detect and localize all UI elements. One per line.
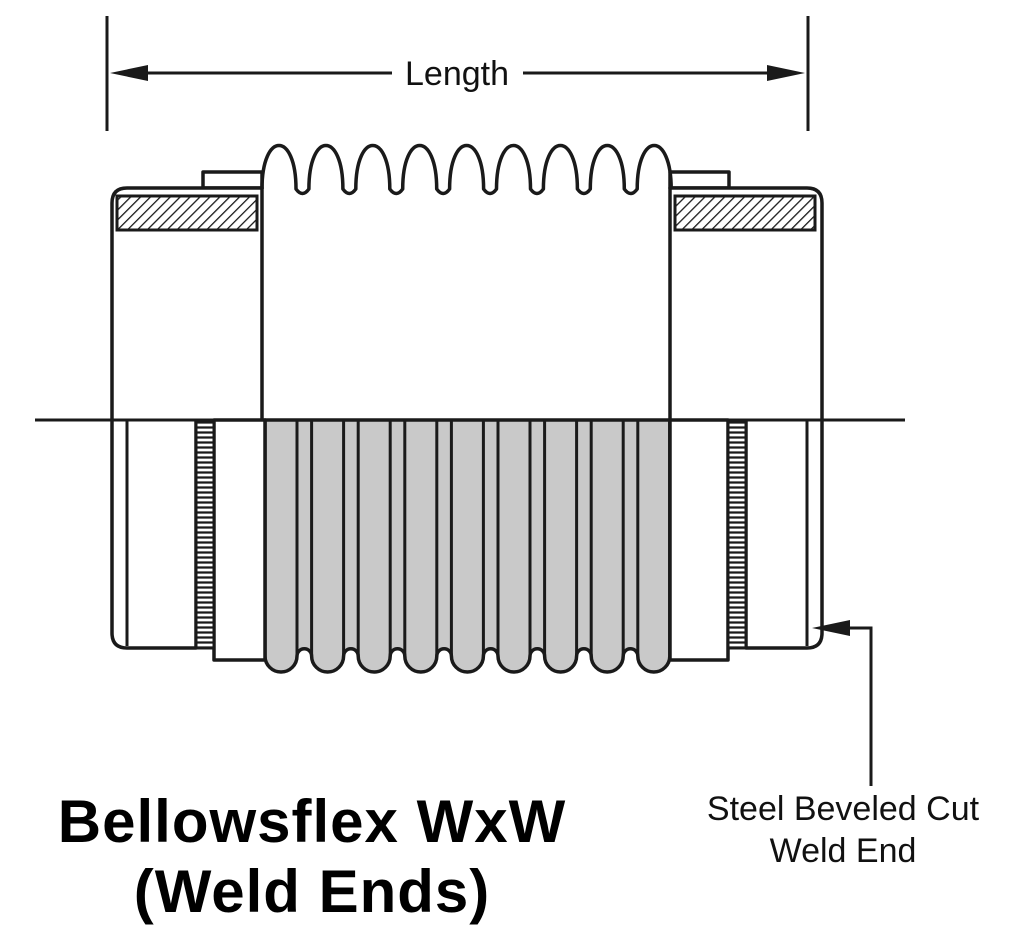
length-dimension: Length bbox=[105, 16, 810, 131]
callout-leader-line bbox=[840, 626, 873, 786]
callout-text-line2: Weld End bbox=[770, 832, 917, 870]
bellows-convolution-wall-lines bbox=[295, 420, 640, 656]
collar-inner-block-left bbox=[212, 418, 267, 662]
weld-hatch-band-left bbox=[115, 194, 259, 232]
knurl-band-right bbox=[726, 418, 748, 650]
bellows-cross-section bbox=[263, 418, 672, 674]
left-weld-collar-top bbox=[110, 186, 264, 420]
diagram-title: Bellowsflex WxW (Weld Ends) bbox=[58, 788, 566, 925]
callout-text-line1: Steel Beveled Cut bbox=[707, 790, 980, 828]
bellows-end-tab-right bbox=[668, 170, 731, 190]
upper-half bbox=[110, 144, 824, 420]
collar-inner-block-right bbox=[668, 418, 730, 662]
weld-hatch-band-right bbox=[673, 194, 817, 232]
left-weld-collar-bottom bbox=[110, 420, 198, 650]
title-line2: (Weld Ends) bbox=[134, 858, 491, 925]
bellows-end-tab-left bbox=[201, 170, 264, 190]
dimension-arrowhead-right-icon bbox=[767, 65, 805, 81]
bellows-corrugation-wave-top bbox=[260, 144, 673, 196]
callout-arrowhead-icon bbox=[812, 620, 850, 636]
title-line1: Bellowsflex WxW bbox=[58, 788, 566, 855]
bellows-convolutions-body bbox=[263, 418, 672, 674]
weld-end-callout: Steel Beveled Cut Weld End bbox=[707, 620, 980, 870]
lower-half bbox=[110, 418, 824, 662]
right-weld-collar-bottom bbox=[744, 420, 824, 650]
right-weld-collar-top bbox=[668, 186, 824, 420]
knurl-band-left bbox=[194, 418, 216, 650]
length-dimension-label: Length bbox=[405, 55, 509, 93]
dimension-arrowhead-left-icon bbox=[110, 65, 148, 81]
